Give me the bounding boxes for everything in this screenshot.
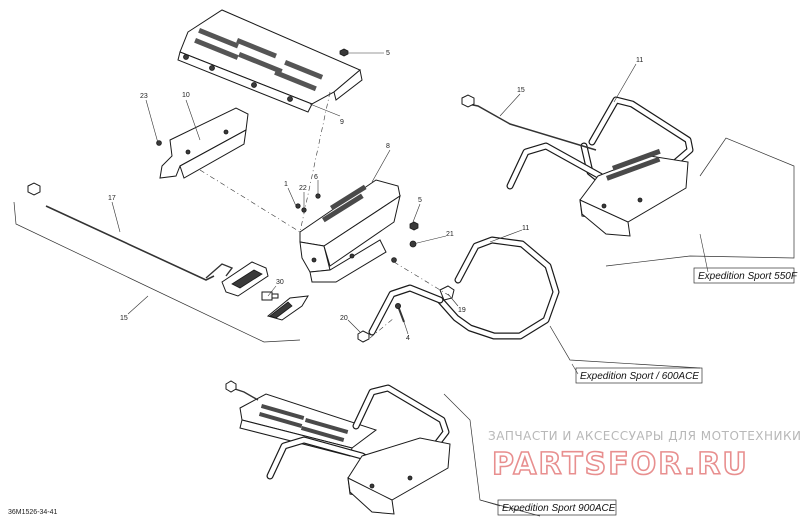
grab-handle-part-11-550f[interactable] bbox=[506, 96, 694, 190]
callout-9: 9 bbox=[340, 119, 344, 126]
nut-part-20[interactable] bbox=[357, 330, 370, 343]
callout-30: 30 bbox=[276, 279, 284, 286]
watermark-brand: PARTSFOR.RU bbox=[492, 447, 749, 482]
cable-part-17[interactable] bbox=[27, 182, 234, 281]
callout-20: 20 bbox=[340, 315, 348, 322]
bolt-part-1[interactable] bbox=[295, 203, 301, 209]
pin-part-30[interactable] bbox=[261, 291, 279, 301]
bracket-part-10[interactable] bbox=[159, 107, 249, 179]
callout-11-mid: 11 bbox=[522, 225, 529, 232]
label-900ace: Expedition Sport 900ACE bbox=[502, 503, 616, 514]
callout-6: 6 bbox=[314, 174, 318, 181]
callout-8: 8 bbox=[386, 143, 390, 150]
mount-part-8[interactable] bbox=[299, 179, 401, 283]
nut-part-5-mid[interactable] bbox=[409, 221, 419, 231]
mount-base-900ace[interactable] bbox=[347, 437, 451, 515]
model-labels: Expedition Sport 550F Expedition Sport /… bbox=[497, 267, 798, 516]
label-550f: Expedition Sport 550F bbox=[698, 271, 798, 282]
assembly-lines bbox=[199, 91, 451, 339]
plate-part-lower[interactable] bbox=[266, 295, 309, 321]
callout-4: 4 bbox=[406, 335, 410, 342]
watermark-tagline: ЗАПЧАСТИ И АКСЕССУАРЫ ДЛЯ МОТОТЕХНИКИ bbox=[488, 429, 800, 443]
callout-10: 10 bbox=[182, 92, 190, 99]
callout-1: 1 bbox=[284, 181, 288, 188]
callout-21: 21 bbox=[446, 231, 454, 238]
callout-15-right: 15 bbox=[517, 87, 525, 94]
callout-23: 23 bbox=[140, 93, 148, 100]
callout-15-left: 15 bbox=[120, 315, 128, 322]
callout-17: 17 bbox=[108, 195, 116, 202]
group-frames bbox=[13, 137, 795, 517]
cable-900ace[interactable] bbox=[225, 380, 259, 401]
latch-block[interactable] bbox=[221, 261, 269, 297]
callout-11-right: 11 bbox=[636, 57, 643, 64]
callout-19: 19 bbox=[458, 307, 466, 314]
label-600ace: Expedition Sport / 600ACE bbox=[580, 371, 699, 382]
bolt-part-4[interactable] bbox=[394, 302, 405, 323]
callout-22: 22 bbox=[299, 185, 307, 192]
callout-numbers: 5 23 10 9 8 1 22 6 5 21 11 11 15 17 15 3… bbox=[108, 50, 643, 342]
leader-lines bbox=[111, 52, 709, 507]
cable-part-15-550f[interactable] bbox=[461, 94, 597, 151]
watermark: ЗАПЧАСТИ И АКСЕССУАРЫ ДЛЯ МОТОТЕХНИКИ PA… bbox=[488, 429, 800, 483]
clip-part-19[interactable] bbox=[439, 285, 455, 301]
grab-handle-part-11-600ace[interactable] bbox=[368, 236, 560, 340]
callout-5-top: 5 bbox=[386, 50, 390, 57]
mount-base-550f[interactable] bbox=[579, 148, 689, 237]
nut-part-5-top[interactable] bbox=[339, 48, 349, 57]
nut-part-center[interactable] bbox=[391, 257, 397, 263]
figure-code: 36M1526-34-41 bbox=[8, 509, 58, 516]
callout-5-mid: 5 bbox=[418, 197, 422, 204]
luggage-rack-part-9[interactable] bbox=[177, 9, 363, 113]
